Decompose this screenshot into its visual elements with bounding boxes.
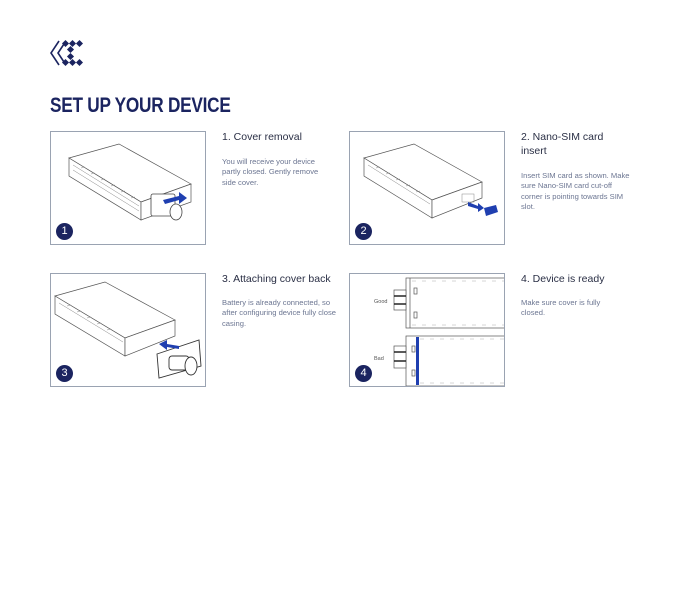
step-1-illustration: 1 [50, 131, 206, 245]
chevron-diamonds-logo-icon [50, 39, 83, 67]
cover-attach-icon [54, 281, 202, 379]
step-3-illustration: 3 [50, 273, 206, 387]
step-number-badge: 2 [355, 223, 372, 240]
good-label: Good [374, 299, 387, 305]
step-description: Insert SIM card as shown. Make sure Nano… [521, 171, 630, 212]
step-description: Battery is already connected, so after c… [222, 298, 336, 328]
cover-check-icon: Good Bad [374, 277, 504, 386]
device-cover-removal-icon [68, 143, 192, 221]
step-description: You will receive your device partly clos… [222, 157, 319, 187]
page-title: SET UP YOUR DEVICE [50, 94, 231, 117]
step-2-illustration: 2 [349, 131, 505, 245]
step-number-badge: 3 [56, 365, 73, 382]
step-description: Make sure cover is fully closed. [521, 298, 601, 318]
step-title: 3. Attaching cover back [222, 273, 331, 285]
step-number-badge: 4 [355, 365, 372, 382]
nano-sim-insert-icon [363, 143, 498, 219]
step-title: 4. Device is ready [521, 273, 605, 285]
step-title: 1. Cover removal [222, 131, 302, 143]
step-title: 2. Nano-SIM card insert [521, 131, 604, 157]
step-4-illustration: Good Bad 4 [349, 273, 505, 387]
step-number-badge: 1 [56, 223, 73, 240]
bad-label: Bad [374, 356, 384, 362]
